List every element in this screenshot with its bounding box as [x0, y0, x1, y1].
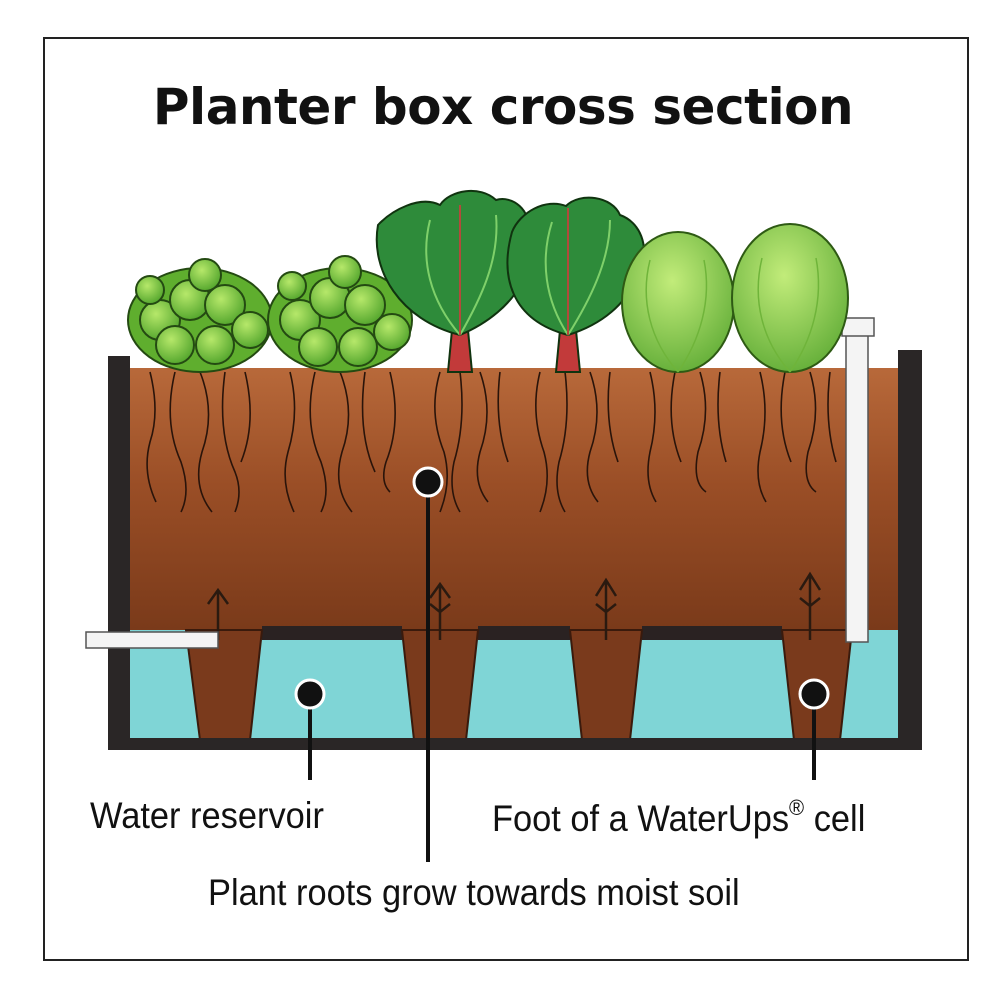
registered-mark: ®: [789, 795, 805, 820]
fill-tube: [841, 317, 875, 643]
label-waterups-foot-suffix: cell: [804, 798, 866, 839]
callout-roots: [412, 466, 444, 862]
overflow-spout: [85, 631, 219, 649]
label-plant-roots: Plant roots grow towards moist soil: [208, 872, 740, 913]
wick-arrows: [206, 571, 822, 640]
callout-foot: [798, 678, 830, 780]
label-water-reservoir: Water reservoir: [90, 795, 324, 836]
soil-layer: [128, 368, 898, 630]
reservoir-ceiling: [262, 626, 782, 640]
plant-roots: [146, 371, 837, 513]
diagram-title: Planter box cross section: [152, 78, 854, 136]
callout-reservoir: [294, 678, 326, 780]
plant-chard-2: [506, 196, 645, 373]
plant-lettuce-2: [267, 255, 413, 373]
plant-lettuce-1: [127, 258, 273, 373]
label-waterups-foot: Foot of a WaterUps® cell: [492, 795, 865, 840]
label-waterups-foot-text: Foot of a WaterUps: [492, 798, 790, 839]
plant-head-2: [731, 223, 849, 373]
plant-head-1: [621, 231, 735, 373]
